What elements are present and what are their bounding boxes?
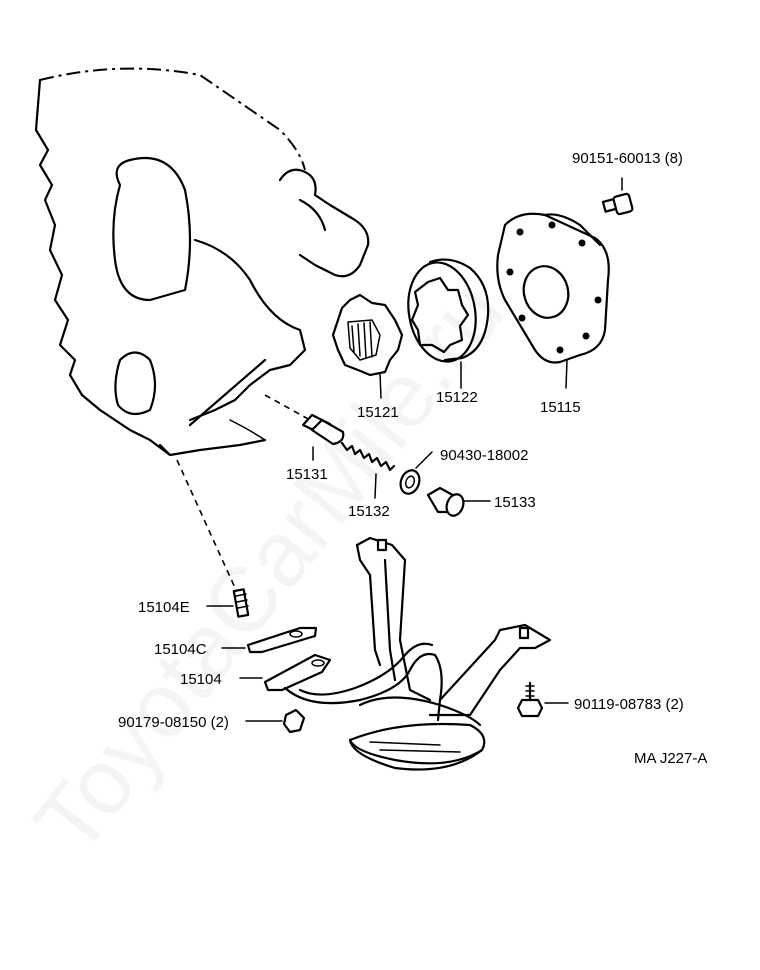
- relief-plug: [426, 486, 491, 517]
- label-relief-plug: 15133: [494, 494, 536, 511]
- label-relief-spring: 15132: [348, 503, 390, 520]
- gasket-ring: [399, 451, 433, 495]
- relief-spring: [340, 441, 396, 499]
- label-drive-rotor: 15121: [357, 404, 399, 421]
- label-bolt-top: 90151-60013 (8): [572, 150, 683, 167]
- oil-strainer: [239, 536, 552, 771]
- label-oil-strainer: 15104: [180, 671, 222, 688]
- drive-rotor: [331, 293, 404, 399]
- pump-cover: [496, 212, 610, 389]
- bracket-bolt: [516, 681, 569, 718]
- label-strainer-gasket: 15104C: [154, 641, 207, 658]
- label-strainer-nut: 90179-08150 (2): [118, 714, 229, 731]
- label-stud: 15104E: [138, 599, 190, 616]
- label-driven-rotor: 15122: [436, 389, 478, 406]
- label-bracket-bolt: 90119-08783 (2): [574, 696, 684, 713]
- engine-block: [34, 67, 370, 457]
- watermark: ToyotaCarMile.ru: [15, 262, 523, 873]
- stud: [176, 459, 250, 618]
- label-relief-valve: 15131: [286, 466, 328, 483]
- strainer-nut: [245, 708, 306, 734]
- bolt-top: [601, 177, 634, 216]
- label-gasket-ring: 90430-18002: [440, 447, 528, 464]
- label-pump-cover: 15115: [540, 399, 581, 416]
- driven-rotor: [407, 258, 490, 389]
- diagram-code: MA J227-A: [634, 750, 707, 767]
- strainer-gasket: [221, 626, 318, 654]
- relief-valve: [301, 413, 345, 461]
